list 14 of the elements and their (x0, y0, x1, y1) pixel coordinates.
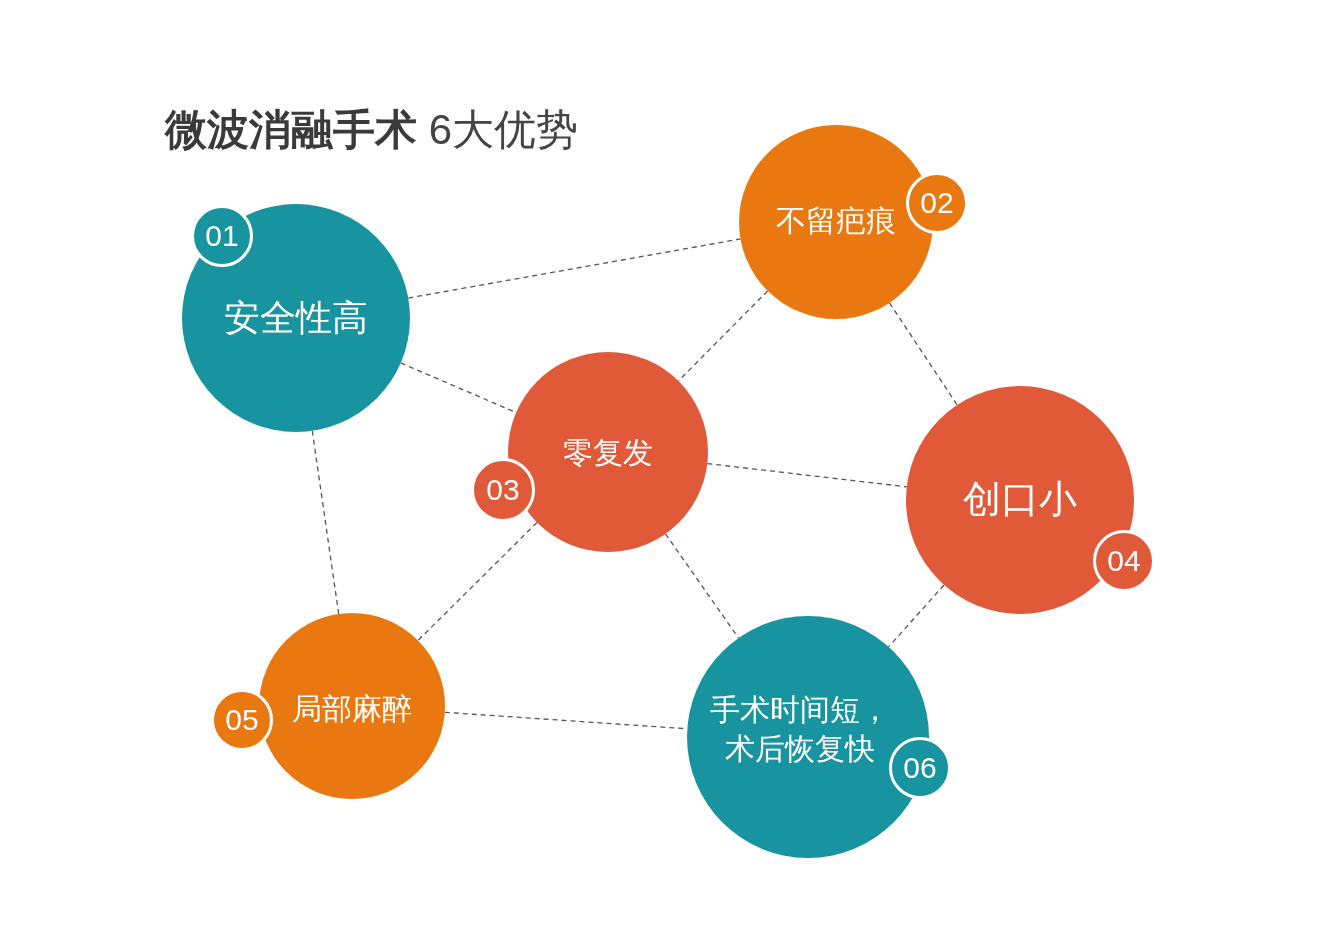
title: 微波消融手术 6大优势 (165, 105, 579, 155)
dashed-line (706, 462, 908, 488)
number-badge: 05 (211, 689, 273, 751)
dashed-line (664, 533, 740, 639)
dashed-line (311, 430, 340, 615)
dashed-line (888, 584, 945, 648)
number-badge: 06 (889, 737, 951, 799)
dashed-line (888, 302, 958, 406)
feature-circle: 局部麻醉 (259, 613, 445, 799)
number-badge: 04 (1093, 530, 1155, 592)
dashed-line (417, 521, 538, 642)
number-badge: 03 (471, 458, 535, 522)
number-badge: 02 (906, 172, 968, 234)
dashed-line (407, 238, 742, 299)
